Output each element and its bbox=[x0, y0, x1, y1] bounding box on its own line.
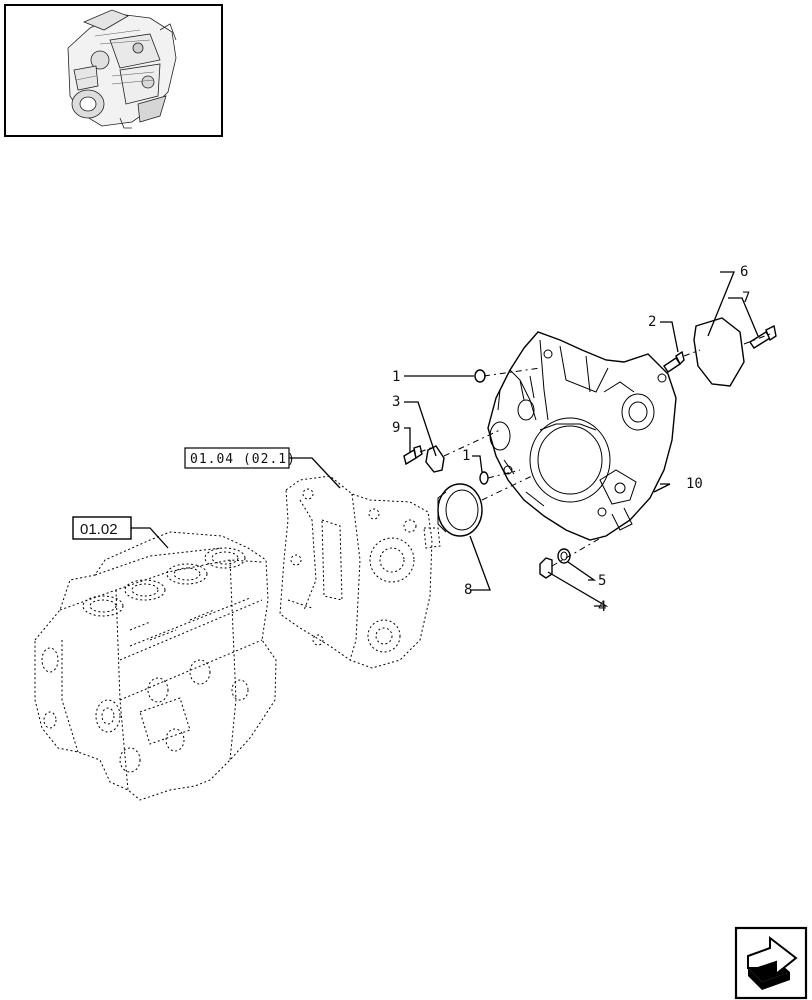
flywheel-housing-part bbox=[487, 331, 677, 541]
screw-7-part bbox=[749, 324, 777, 349]
reference-box-gear-housing[interactable]: 01.04 (02.1) bbox=[184, 447, 341, 489]
gear-housing-outline bbox=[279, 475, 441, 669]
reference-block-label: 01.02 bbox=[80, 521, 118, 538]
callout-9: 9 bbox=[392, 420, 400, 436]
engine-block-outline bbox=[34, 531, 277, 801]
plug-1a-part bbox=[474, 369, 486, 383]
callout-2: 2 bbox=[648, 314, 656, 330]
callout-10: 10 bbox=[686, 476, 703, 492]
cover-plate-part bbox=[693, 317, 745, 387]
screw-2-part bbox=[663, 350, 685, 373]
oil-seal-part bbox=[437, 483, 483, 537]
gasket-part bbox=[425, 445, 445, 473]
callout-8: 8 bbox=[464, 582, 472, 598]
callout-5: 5 bbox=[598, 573, 606, 589]
callout-3: 3 bbox=[392, 394, 400, 410]
callout-1a: 1 bbox=[392, 369, 400, 385]
engine-thumbnail-icon[interactable] bbox=[4, 4, 223, 137]
plug-1b-part bbox=[479, 471, 489, 485]
reference-box-block[interactable]: 01.02 bbox=[72, 516, 169, 549]
callout-6: 6 bbox=[740, 264, 748, 280]
leader-lines bbox=[404, 271, 759, 607]
drain-plug-part bbox=[539, 557, 553, 579]
washer-part bbox=[557, 548, 571, 564]
reference-gear-housing-label: 01.04 (02.1) bbox=[190, 452, 296, 467]
next-page-arrow-icon[interactable] bbox=[734, 926, 808, 1000]
callout-labels: 1 3 9 1 8 2 6 7 10 5 4 bbox=[392, 264, 750, 615]
callout-4: 4 bbox=[598, 599, 606, 615]
callout-7: 7 bbox=[742, 290, 750, 306]
screw-9-part bbox=[403, 445, 423, 466]
assembly-axes bbox=[419, 333, 771, 567]
callout-1b: 1 bbox=[462, 448, 470, 464]
